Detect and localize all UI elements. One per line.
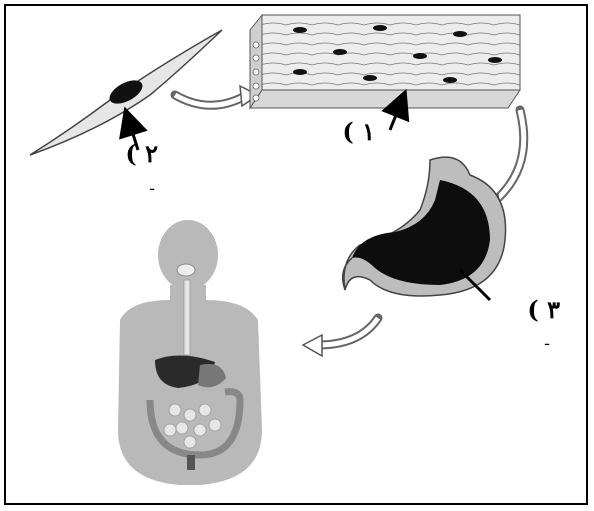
label-2: ( ٢	[125, 139, 158, 168]
stomach-icon	[343, 157, 506, 296]
label-3: ( ٣	[527, 295, 560, 324]
label-1: ( ١	[342, 117, 375, 146]
human-body-icon	[118, 220, 262, 485]
label-2-mark: ـ	[149, 178, 155, 194]
tissue-icon	[250, 15, 520, 108]
label-3-mark: ـ	[544, 333, 550, 349]
cell-icon	[30, 30, 222, 155]
